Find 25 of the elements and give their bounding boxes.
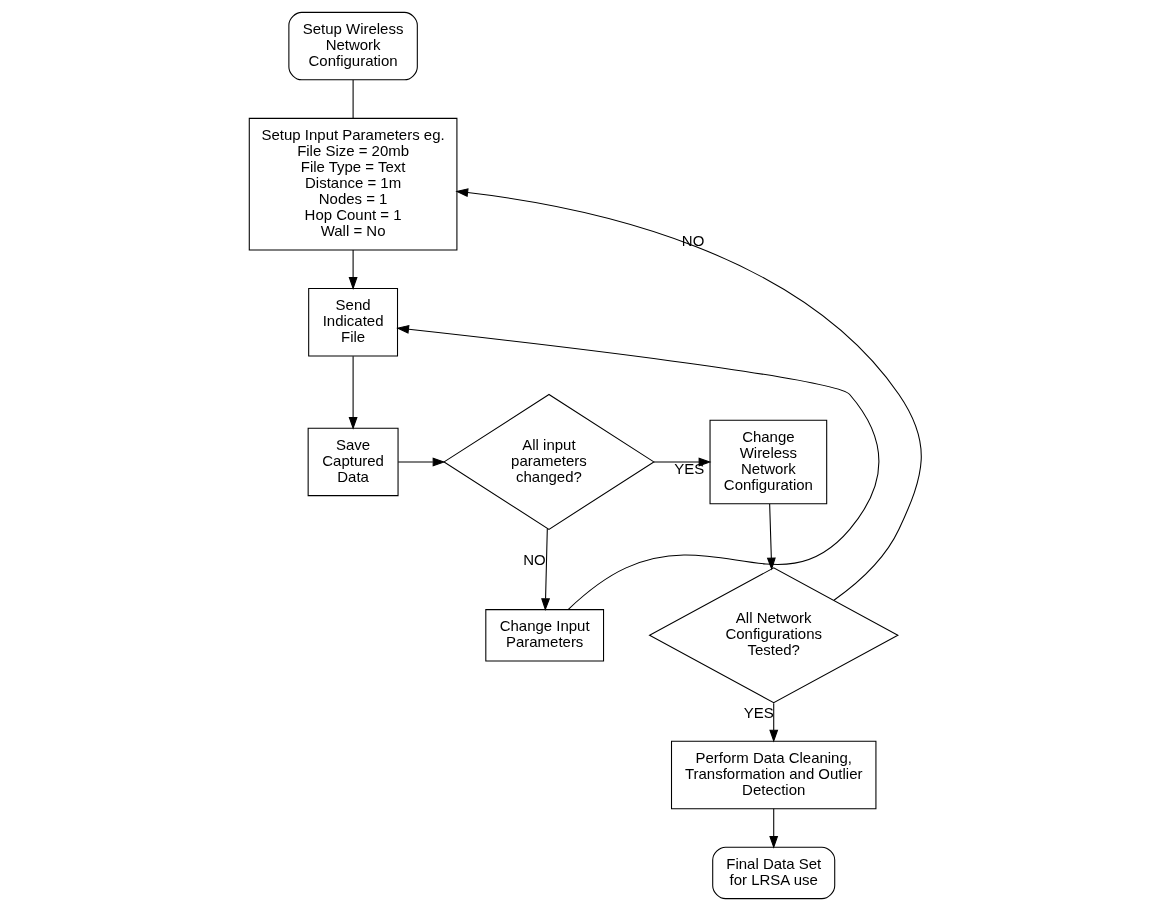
node-diamond: All input parameters changed?	[442, 393, 655, 530]
arrow	[540, 528, 550, 612]
arrow	[395, 324, 879, 610]
arrow	[768, 808, 778, 849]
connector	[352, 79, 354, 119]
node-box: Final Data Set for LRSA use	[711, 846, 835, 900]
arrow	[454, 188, 922, 601]
node-box: Send Indicated File	[307, 288, 398, 357]
edge-label: YES	[743, 704, 774, 722]
arrow	[348, 355, 358, 430]
node-diamond: All Network Configurations Tested?	[647, 567, 899, 704]
arrow	[348, 249, 358, 290]
arrow	[766, 503, 776, 571]
edge-label: NO	[522, 550, 546, 568]
node-box: Save Captured Data	[307, 427, 399, 497]
edge-label: NO	[681, 232, 704, 250]
node-box: Change Wireless Network Configuration	[709, 419, 827, 505]
arrow	[768, 702, 778, 743]
node-box: Setup Input Parameters eg. File Size = 20mb File Type = Text Distance = 1m Nodes = 1 Hop Count = 1 Wall = No	[248, 117, 457, 251]
node-box: Perform Data Cleaning, Transformation and Outlier Detection	[670, 740, 876, 810]
edge-label: YES	[673, 459, 704, 477]
arrow	[652, 457, 711, 467]
node-box: Change Input Parameters	[484, 609, 604, 662]
arrow	[397, 457, 445, 467]
node-box: Setup Wireless Network Configuration	[287, 11, 418, 81]
